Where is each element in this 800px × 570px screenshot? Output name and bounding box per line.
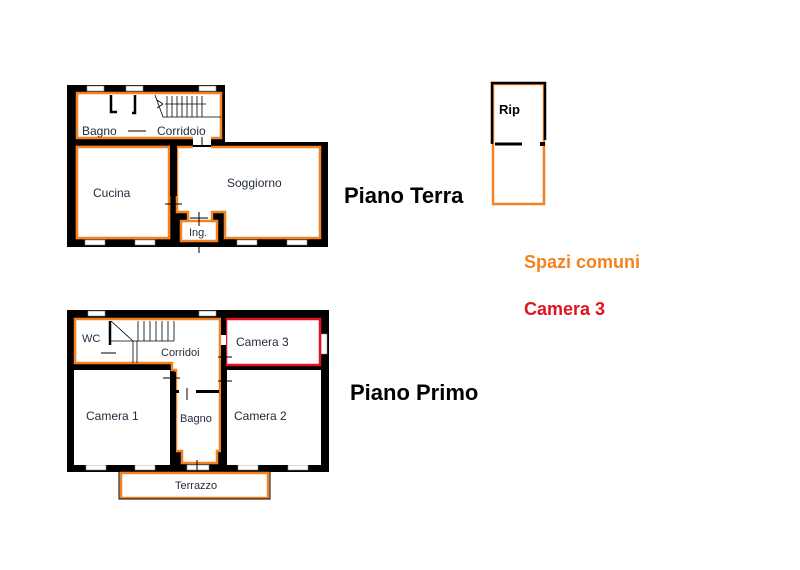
- room-label-bagno: Bagno: [82, 124, 117, 138]
- room-camera-1: [74, 370, 170, 465]
- window-icons: [85, 310, 328, 471]
- room-camera-2: [227, 370, 321, 465]
- room-label-ingresso: Ing.: [189, 227, 208, 239]
- room-common-corridoio: [73, 317, 222, 465]
- room-terrazzo: [119, 471, 270, 500]
- room-label-cucina: Cucina: [93, 186, 131, 200]
- room-label-terrazzo: Terrazzo: [175, 480, 218, 492]
- stairs-icon: [110, 320, 175, 363]
- room-label-corridoio: Corridoio: [157, 124, 206, 138]
- stairs-icon: [154, 94, 221, 118]
- room-label-ripostiglio: Rip: [499, 102, 520, 117]
- room-label-soggiorno: Soggiorno: [227, 176, 282, 190]
- floor-heading-piano-terra: Piano Terra: [344, 183, 464, 208]
- ground-floor-plan: [67, 85, 328, 253]
- room-label-camera-3: Camera 3: [236, 335, 289, 349]
- room-label-camera-1: Camera 1: [86, 409, 139, 423]
- room-label-wc: WC: [82, 333, 101, 345]
- first-floor-plan: [67, 310, 329, 500]
- ripostiglio-plan: [490, 81, 547, 206]
- legend-camera-3: Camera 3: [524, 299, 606, 319]
- window-icons: [84, 85, 308, 246]
- room-label-corridoio-primo: Corridoi: [161, 347, 200, 359]
- legend-spazi-comuni: Spazi comuni: [524, 252, 641, 272]
- room-camera-3: [224, 317, 322, 367]
- room-soggiorno: [175, 145, 322, 240]
- room-label-bagno-primo: Bagno: [180, 413, 212, 425]
- room-label-camera-2: Camera 2: [234, 409, 287, 423]
- floor-heading-piano-primo: Piano Primo: [350, 380, 479, 405]
